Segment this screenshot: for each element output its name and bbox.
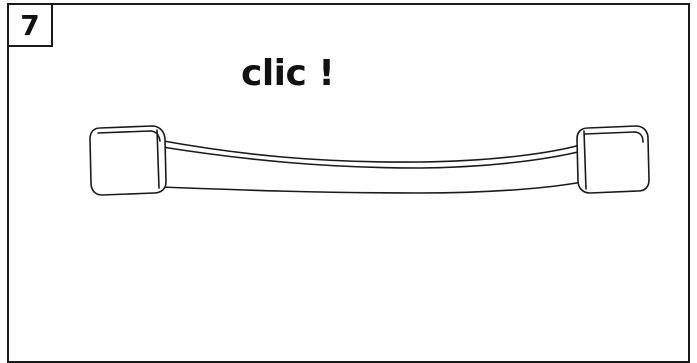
handle-end-left xyxy=(89,125,167,196)
step-number: 7 xyxy=(9,5,53,47)
handle-icon xyxy=(89,125,650,196)
step-caption: clic ! xyxy=(241,53,335,94)
handle-end-right xyxy=(576,125,650,194)
